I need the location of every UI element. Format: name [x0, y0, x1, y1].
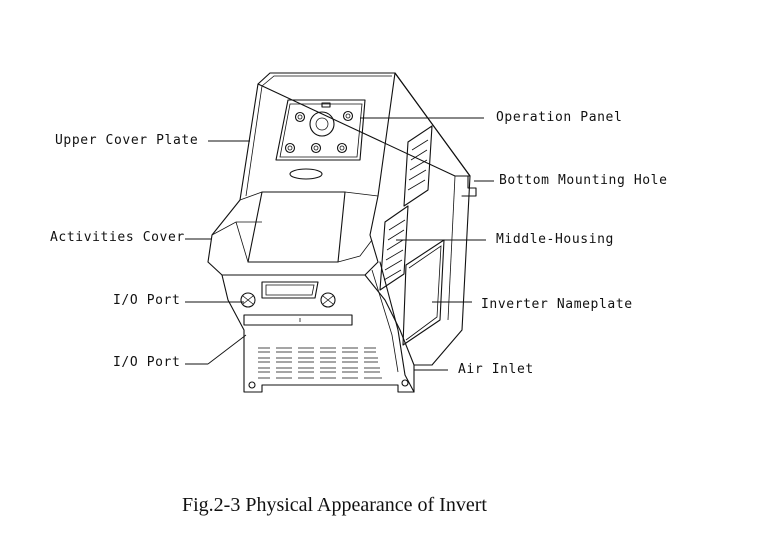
nameplate — [402, 239, 445, 346]
io-port-upper-label: I/O Port — [113, 293, 181, 308]
air-inlet-grille — [248, 347, 409, 389]
middle-housing-label: Middle-Housing — [496, 232, 614, 247]
side-vents — [379, 125, 433, 291]
leader-lines — [185, 117, 494, 371]
inverter-nameplate-label: Inverter Nameplate — [481, 297, 633, 312]
io-port-lower-label: I/O Port — [113, 355, 181, 370]
operation-panel-label: Operation Panel — [496, 110, 623, 125]
activities-cover-label: Activities Cover — [50, 230, 185, 245]
inverter-body — [207, 72, 477, 393]
activities-cover — [211, 191, 379, 263]
figure-caption: Fig.2-3 Physical Appearance of Invert — [182, 494, 487, 516]
air-inlet-label: Air Inlet — [458, 362, 534, 377]
bottom-mounting-hole-label: Bottom Mounting Hole — [499, 173, 668, 188]
upper-cover-plate-label: Upper Cover Plate — [55, 133, 199, 148]
operation-panel — [275, 99, 366, 180]
io-ports — [240, 281, 353, 326]
